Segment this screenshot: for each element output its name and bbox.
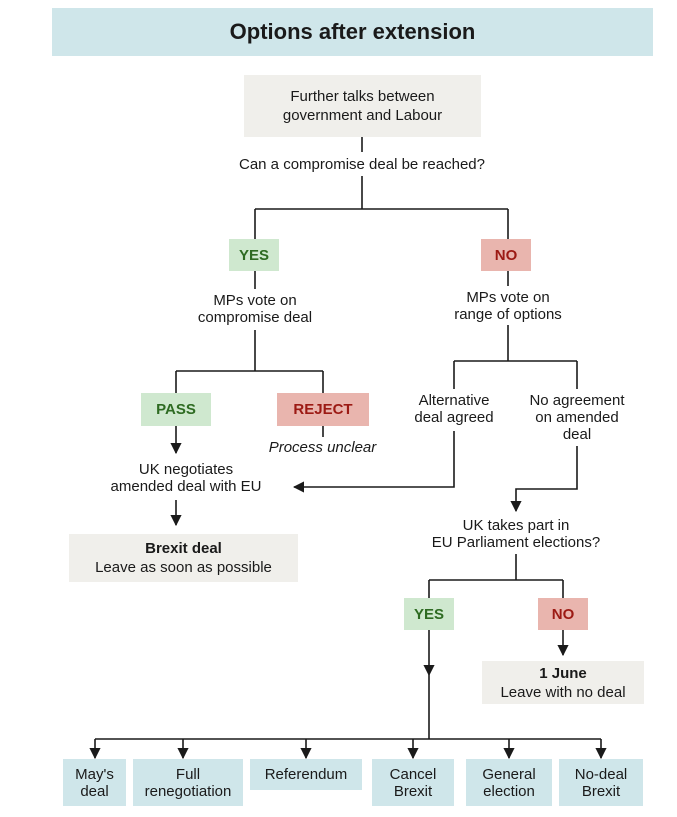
outcome-mays-deal: May's deal — [63, 759, 126, 806]
question-eu-elections: UK takes part in EU Parliament elections… — [400, 517, 632, 551]
outcome-line1: Full — [175, 765, 201, 783]
no-tag-1: NO — [481, 239, 531, 271]
mps-vote-compromise: MPs vote on compromise deal — [160, 292, 350, 326]
outcome-line2: deal — [80, 782, 109, 800]
mps-vote-range: MPs vote on range of options — [418, 289, 598, 323]
uk-negotiates-line2: amended deal with EU — [110, 478, 262, 495]
outcome-line1: General — [482, 765, 536, 783]
start-line1: Further talks between — [290, 88, 435, 105]
pass-tag: PASS — [141, 393, 211, 426]
outcome-cancel-brexit: Cancel Brexit — [372, 759, 454, 806]
question-eu-elections-line1: UK takes part in — [462, 517, 570, 534]
mps-vote-compromise-line2: compromise deal — [197, 309, 313, 326]
brexit-deal-title: Brexit deal — [145, 540, 222, 557]
mps-vote-range-line1: MPs vote on — [466, 289, 550, 306]
alternative-deal-text: Alternative deal agreed — [392, 392, 516, 426]
no-agreement-line3: deal — [562, 426, 592, 443]
outcome-line2: Brexit — [581, 782, 621, 800]
june-subtitle: Leave with no deal — [500, 683, 626, 701]
outcome-referendum: Referendum — [250, 759, 362, 790]
no-agreement-text: No agreement on amended deal — [512, 392, 642, 443]
question-eu-elections-line2: EU Parliament elections? — [431, 534, 601, 551]
june-box: 1 June Leave with no deal — [482, 661, 644, 704]
mps-vote-range-line2: range of options — [454, 306, 562, 323]
question-compromise: Can a compromise deal be reached? — [239, 156, 485, 173]
outcome-line2: election — [483, 782, 535, 800]
uk-negotiates-line1: UK negotiates — [138, 461, 234, 478]
yes-tag-2: YES — [404, 598, 454, 630]
alternative-deal-line2: deal agreed — [414, 409, 494, 426]
outcome-no-deal-brexit: No-deal Brexit — [559, 759, 643, 806]
outcome-line1: Referendum — [264, 766, 348, 783]
outcome-line2: renegotiation — [144, 782, 232, 800]
reject-tag: REJECT — [277, 393, 369, 426]
outcome-general-election: General election — [466, 759, 552, 806]
alternative-deal-line1: Alternative — [418, 392, 490, 409]
outcome-line1: No-deal — [574, 765, 628, 783]
mps-vote-compromise-line1: MPs vote on — [213, 292, 297, 309]
no-agreement-line2: on amended — [535, 409, 619, 426]
no-agreement-line1: No agreement — [529, 392, 625, 409]
outcome-line1: Cancel — [389, 765, 437, 783]
yes-tag-1: YES — [229, 239, 279, 271]
june-title: 1 June — [539, 664, 587, 682]
start-line2: government and Labour — [282, 107, 443, 124]
diagram-title: Options after extension — [229, 19, 476, 44]
uk-negotiates-text: UK negotiates amended deal with EU — [84, 461, 288, 495]
outcome-line1: May's — [75, 765, 114, 783]
process-unclear-text: Process unclear — [268, 439, 377, 456]
outcome-full-renegotiation: Full renegotiation — [133, 759, 243, 806]
title-banner: Options after extension — [52, 8, 653, 56]
start-box: Further talks between government and Lab… — [244, 75, 481, 137]
outcome-line2: Brexit — [393, 782, 433, 800]
brexit-deal-box: Brexit deal Leave as soon as possible — [69, 534, 298, 582]
brexit-deal-subtitle: Leave as soon as possible — [95, 559, 272, 576]
no-tag-2: NO — [538, 598, 588, 630]
